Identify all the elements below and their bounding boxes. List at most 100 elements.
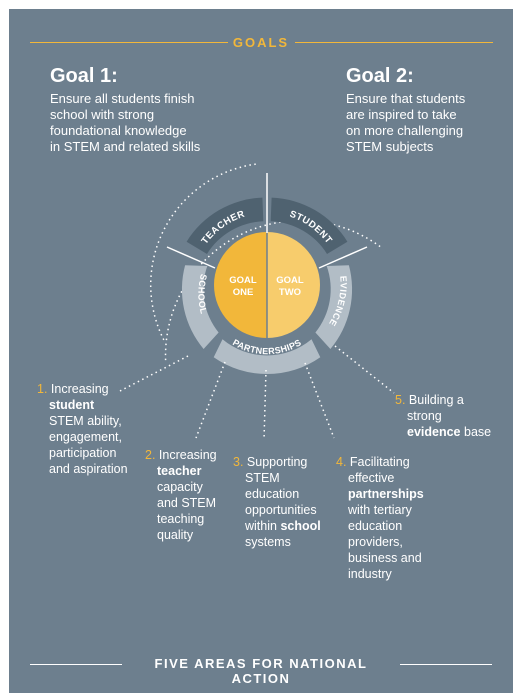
goal-one-half <box>214 232 267 338</box>
area-text: systems <box>245 535 291 549</box>
goal-two-label: GOAL <box>276 275 304 286</box>
ring-segment-teacher <box>186 197 264 254</box>
dotted-arc-inner <box>150 163 256 341</box>
area-line: student <box>37 397 147 413</box>
header-rule-left <box>30 42 228 43</box>
area-line: providers, <box>336 534 446 550</box>
area-line: 4. Facilitating <box>336 454 446 470</box>
footer-rule-left <box>30 664 122 665</box>
area-text: within <box>245 519 281 533</box>
area-number: 4. <box>336 455 347 469</box>
leader-line-2 <box>195 361 226 439</box>
goal-two-label: TWO <box>279 287 301 298</box>
area-text: effective <box>348 471 395 485</box>
area-text: participation <box>49 446 117 460</box>
footer-rule-right <box>400 664 492 665</box>
area-line: 3. Supporting <box>233 454 338 470</box>
area-text: Building a <box>408 393 464 407</box>
area-text: capacity <box>157 480 203 494</box>
area-number: 3. <box>233 455 244 469</box>
spoke-right <box>318 246 368 269</box>
area-text: engagement, <box>49 430 122 444</box>
leader-line-1 <box>117 355 189 393</box>
goal-1-line: school with strong <box>50 107 155 122</box>
footer-title: FIVE AREAS FOR NATIONAL ACTION <box>154 656 368 686</box>
area-line: 5. Building a <box>395 392 505 408</box>
area-text: education <box>348 519 403 533</box>
goal-1-text: Ensure all students finish school with s… <box>50 91 250 155</box>
area-text: base <box>460 425 492 439</box>
area-keyword: teacher <box>157 464 202 478</box>
area-text: Increasing <box>50 382 109 396</box>
area-line: education <box>336 518 446 534</box>
area-line: and STEM <box>145 495 235 511</box>
area-line: evidence base <box>395 424 505 440</box>
goal-1-line: Ensure all students finish <box>50 91 195 106</box>
area-line: systems <box>233 534 338 550</box>
goal-2-title: Goal 2: <box>346 65 414 87</box>
area-text: providers, <box>348 535 403 549</box>
area-text: and aspiration <box>49 462 128 476</box>
area-text: STEM <box>245 471 280 485</box>
goal-2-line: Ensure that students <box>346 91 466 106</box>
area-line: STEM <box>233 470 338 486</box>
goal-one-label: GOAL <box>229 275 257 286</box>
goal-two-half <box>267 232 320 338</box>
area-line: engagement, <box>37 429 147 445</box>
area-line: industry <box>336 566 446 582</box>
leader-line-5 <box>334 345 395 394</box>
goal-1-line: in STEM and related skills <box>50 139 201 154</box>
area-line: and aspiration <box>37 461 147 477</box>
goal-2-line: are inspired to take <box>346 107 457 122</box>
area-text: business and <box>348 551 422 565</box>
goal-1-title: Goal 1: <box>50 65 118 87</box>
area-line: STEM ability, <box>37 413 147 429</box>
header-rule-right <box>295 42 493 43</box>
area-line: capacity <box>145 479 235 495</box>
area-text: industry <box>348 567 392 581</box>
goal-2-line: STEM subjects <box>346 139 434 154</box>
area-line: quality <box>145 527 235 543</box>
area-number: 1. <box>37 382 48 396</box>
area-text: quality <box>157 528 194 542</box>
area-number: 5. <box>395 393 406 407</box>
ring-segment-evidence <box>315 265 353 349</box>
area-text: Facilitating <box>349 455 410 469</box>
goal-1-line: foundational knowledge <box>50 123 187 138</box>
goal-2-text: Ensure that students are inspired to tak… <box>346 91 506 155</box>
area-line: partnerships <box>336 486 446 502</box>
ring-label-school: SCHOOL <box>196 273 208 315</box>
area-text: with tertiary <box>348 503 412 517</box>
leader-line-4 <box>304 362 335 439</box>
area-keyword: evidence <box>407 425 461 439</box>
goal-2-line: on more challenging <box>346 123 464 138</box>
leader-line-3 <box>263 369 267 441</box>
area-line: education <box>233 486 338 502</box>
area-keyword: partnerships <box>348 487 424 501</box>
area-line: 2. Increasing <box>145 447 235 463</box>
area-text: STEM ability, <box>49 414 122 428</box>
area-number: 2. <box>145 448 156 462</box>
area-text: education <box>245 487 300 501</box>
area-keyword: school <box>280 519 321 533</box>
infographic-panel <box>9 9 513 693</box>
area-line: business and <box>336 550 446 566</box>
area-line: strong <box>395 408 505 424</box>
area-text: strong <box>407 409 442 423</box>
area-line: within school <box>233 518 338 534</box>
area-line: participation <box>37 445 147 461</box>
area-line: 1. Increasing <box>37 381 147 397</box>
area-text: and STEM <box>157 496 217 510</box>
area-text: Increasing <box>158 448 217 462</box>
svg-text:SCHOOL: SCHOOL <box>196 273 209 315</box>
area-line: opportunities <box>233 502 338 518</box>
ring-segment-school <box>181 265 219 349</box>
area-line: with tertiary <box>336 502 446 518</box>
header-title: GOALS <box>232 35 290 50</box>
